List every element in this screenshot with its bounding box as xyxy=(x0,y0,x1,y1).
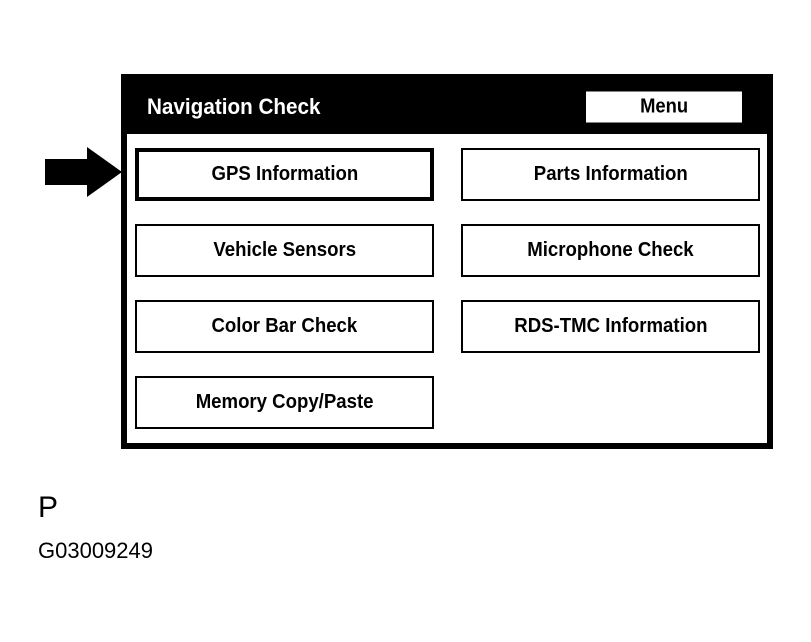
tile-microphone-check[interactable]: Microphone Check xyxy=(461,224,760,277)
menu-button-grid: GPS Information Vehicle Sensors Color Ba… xyxy=(127,134,767,443)
menu-column-left: GPS Information Vehicle Sensors Color Ba… xyxy=(135,148,434,452)
menu-button[interactable]: Menu xyxy=(585,90,743,124)
menu-button-label: Menu xyxy=(639,95,689,118)
tile-label: Parts Information xyxy=(533,163,688,185)
tile-label: RDS-TMC Information xyxy=(513,315,708,337)
caption-code: G03009249 xyxy=(38,538,153,563)
tile-parts-information[interactable]: Parts Information xyxy=(461,148,760,201)
tile-gps-information[interactable]: GPS Information xyxy=(135,148,434,201)
tile-memory-copy-paste[interactable]: Memory Copy/Paste xyxy=(135,376,434,429)
tile-color-bar-check[interactable]: Color Bar Check xyxy=(135,300,434,353)
tile-rds-tmc-information[interactable]: RDS-TMC Information xyxy=(461,300,760,353)
figure-caption: P G03009249 xyxy=(38,490,438,564)
arrow-tail xyxy=(45,159,89,185)
navigation-check-panel: Navigation Check Menu GPS Information Ve… xyxy=(121,74,773,449)
tile-label: Vehicle Sensors xyxy=(213,239,356,261)
tile-label: Microphone Check xyxy=(527,239,694,261)
tile-label: Color Bar Check xyxy=(211,315,358,337)
arrow-head xyxy=(87,147,122,197)
menu-column-right: Parts Information Microphone Check RDS-T… xyxy=(461,148,760,376)
tile-label: GPS Information xyxy=(211,163,358,185)
panel-header: Navigation Check Menu xyxy=(127,80,767,134)
caption-letter: P xyxy=(38,491,59,524)
page-title: Navigation Check xyxy=(147,94,321,119)
tile-vehicle-sensors[interactable]: Vehicle Sensors xyxy=(135,224,434,277)
arrow-pointer-icon xyxy=(45,147,122,197)
tile-label: Memory Copy/Paste xyxy=(195,391,374,413)
